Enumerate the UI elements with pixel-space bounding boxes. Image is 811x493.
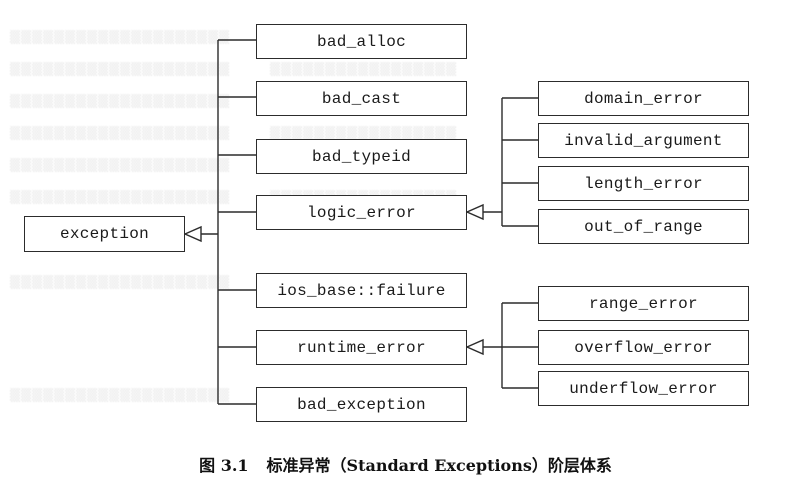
node-bad-cast: bad_cast	[256, 81, 467, 116]
node-label: bad_exception	[297, 395, 426, 414]
node-label: bad_alloc	[316, 32, 407, 51]
bleed-through-text: ▒▒▒▒▒▒▒▒▒▒▒▒▒▒▒▒▒▒▒▒	[10, 158, 230, 173]
bleed-through-text: ▒▒▒▒▒▒▒▒▒▒▒▒▒▒▒▒▒▒▒▒	[10, 62, 230, 77]
node-overflow-error: overflow_error	[538, 330, 749, 365]
node-bad-alloc: bad_alloc	[256, 24, 467, 59]
node-label: length_error	[584, 174, 703, 193]
node-label: exception	[59, 225, 150, 243]
node-label: range_error	[589, 294, 698, 313]
bleed-through-text: ▒▒▒▒▒▒▒▒▒▒▒▒▒▒▒▒▒▒▒▒	[10, 94, 230, 109]
node-label: out_of_range	[584, 217, 703, 236]
node-invalid-argument: invalid_argument	[538, 123, 749, 158]
bleed-through-text: ▒▒▒▒▒▒▒▒▒▒▒▒▒▒▒▒▒	[270, 62, 457, 77]
node-range-error: range_error	[538, 286, 749, 321]
node-label: overflow_error	[574, 338, 713, 357]
node-underflow-error: underflow_error	[538, 371, 749, 406]
node-label: ios_base::failure	[277, 281, 446, 300]
figure-title: 标准异常（Standard Exceptions）阶层体系	[266, 456, 612, 475]
bleed-through-text: ▒▒▒▒▒▒▒▒▒▒▒▒▒▒▒▒▒▒▒▒	[10, 30, 230, 45]
bleed-through-text: ▒▒▒▒▒▒▒▒▒▒▒▒▒▒▒▒▒▒▒▒	[10, 126, 230, 141]
node-exception: exception	[24, 216, 185, 252]
bleed-through-text: ▒▒▒▒▒▒▒▒▒▒▒▒▒▒▒▒▒▒▒▒	[10, 190, 230, 205]
node-length-error: length_error	[538, 166, 749, 201]
bleed-through-text: ▒▒▒▒▒▒▒▒▒▒▒▒▒▒▒▒▒▒▒▒	[10, 388, 230, 403]
inheritance-arrow-icon	[183, 225, 202, 243]
node-label: bad_typeid	[311, 147, 411, 166]
node-label: runtime_error	[297, 338, 426, 357]
node-label: domain_error	[584, 89, 703, 108]
bleed-through-text: ▒▒▒▒▒▒▒▒▒▒▒▒▒▒▒▒▒	[270, 126, 457, 141]
figure-number: 图 3.1	[199, 456, 249, 475]
node-label: invalid_argument	[564, 131, 723, 150]
figure-caption: 图 3.1 标准异常（Standard Exceptions）阶层体系	[0, 452, 811, 476]
bleed-through-text: ▒▒▒▒▒▒▒▒▒▒▒▒▒▒▒▒▒▒▒▒	[10, 275, 230, 290]
node-bad-typeid: bad_typeid	[256, 139, 467, 174]
node-runtime-error: runtime_error	[256, 330, 467, 365]
node-out-of-range: out_of_range	[538, 209, 749, 244]
node-bad-exception: bad_exception	[256, 387, 467, 422]
inheritance-arrow-icon	[465, 338, 484, 356]
node-ios-base-failure: ios_base::failure	[256, 273, 467, 308]
node-label: bad_cast	[321, 89, 402, 108]
node-label: underflow_error	[569, 379, 718, 398]
node-label: logic_error	[307, 203, 416, 222]
inheritance-arrow-icon	[465, 203, 484, 221]
node-logic-error: logic_error	[256, 195, 467, 230]
node-domain-error: domain_error	[538, 81, 749, 116]
